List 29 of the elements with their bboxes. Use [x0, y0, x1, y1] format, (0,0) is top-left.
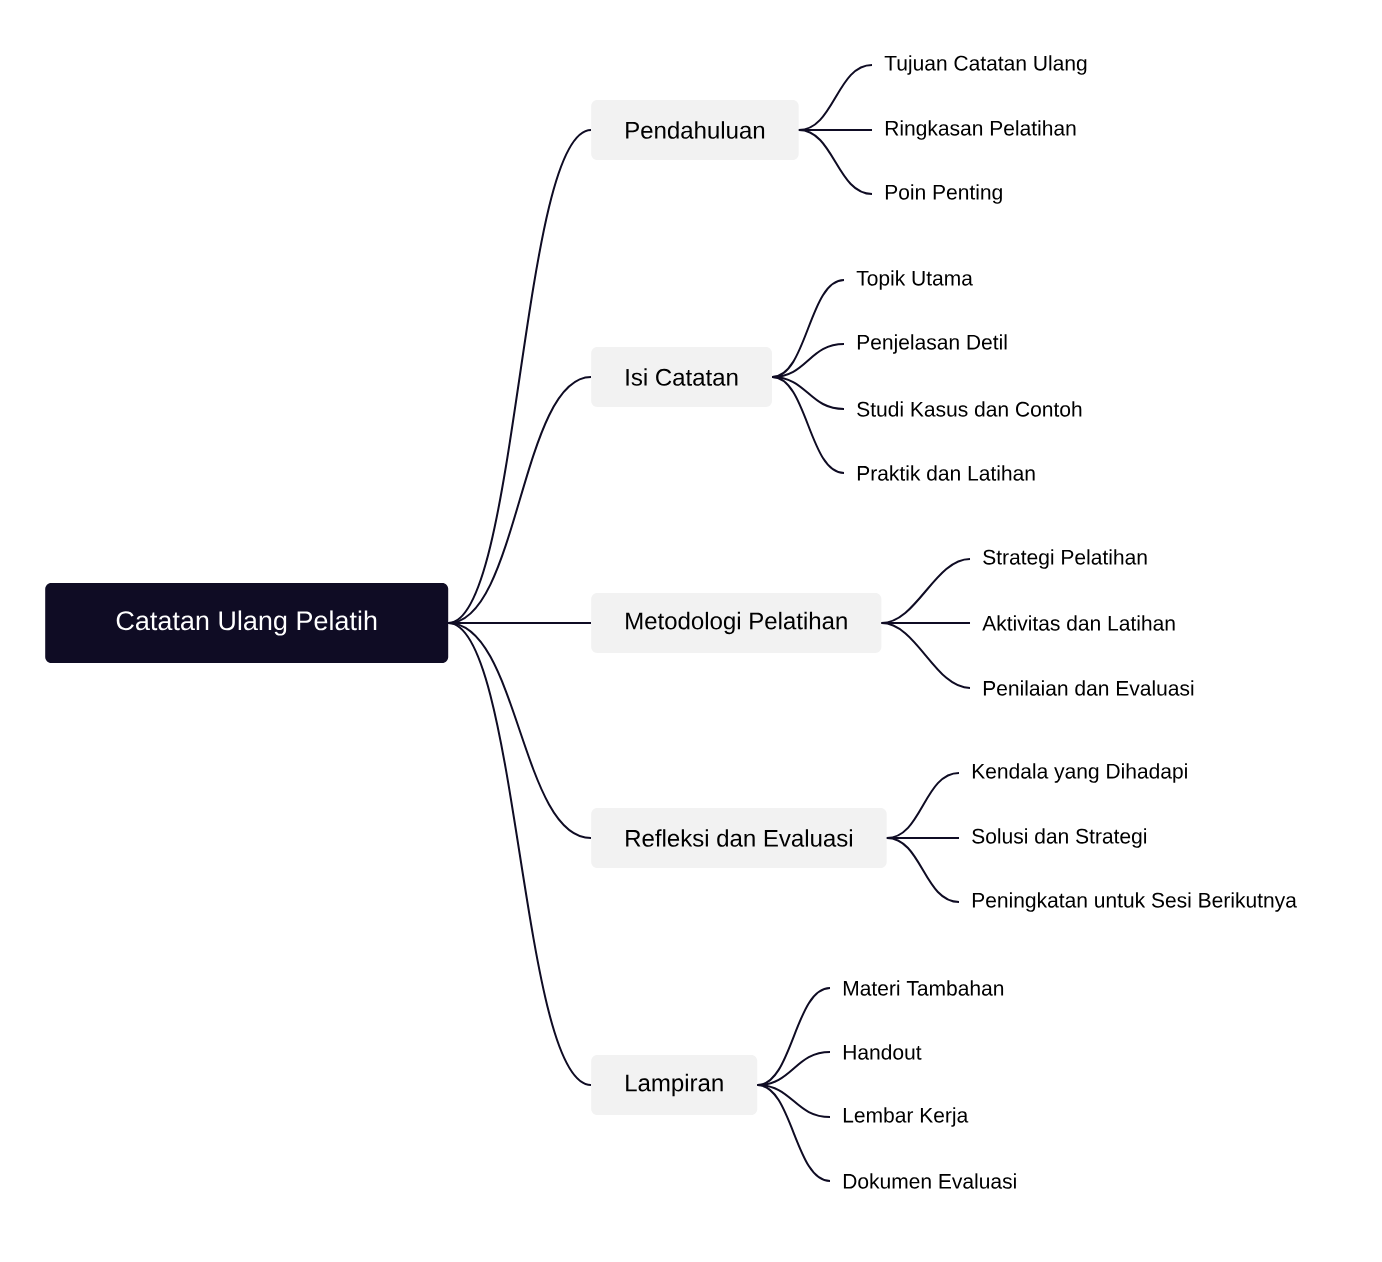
topic-box: Isi Catatan: [591, 347, 772, 407]
connector-line: [447, 622, 592, 1086]
subtopic-text: Peningkatan untuk Sesi Berikutnya: [972, 892, 1297, 912]
subtopic-text: Dokumen Evaluasi: [843, 1173, 1016, 1189]
connector-line: [797, 129, 873, 195]
subtopic-text: Lembar Kerja: [843, 1107, 969, 1127]
topic-box: Metodologi Pelatihan: [591, 593, 882, 653]
subtopic-text: Handout: [843, 1044, 922, 1060]
subtopic-text: Strategi Pelatihan: [983, 549, 1147, 569]
topic-box: Pendahuluan: [591, 100, 799, 160]
subtopic-text: Kendala yang Dihadapi: [972, 763, 1187, 783]
connector-line: [771, 376, 845, 474]
connector-line: [880, 622, 971, 689]
subtopic-text: Solusi dan Strategi: [972, 828, 1147, 848]
subtopic-text: Poin Penting: [885, 184, 1002, 204]
subtopic-text: Tujuan Catatan Ulang: [884, 55, 1087, 75]
subtopic-text: Ringkasan Pelatihan: [885, 120, 1076, 140]
subtopic-text: Topik Utama: [856, 270, 973, 290]
connector-line: [885, 837, 960, 903]
subtopic-text: Aktivitas dan Latihan: [982, 615, 1175, 631]
subtopic-text: Praktik dan Latihan: [857, 465, 1035, 481]
subtopic-text: Materi Tambahan: [843, 980, 1004, 996]
root-box: Catatan Ulang Pelatih: [45, 583, 449, 663]
subtopic-text: Studi Kasus dan Contoh: [857, 401, 1082, 417]
topic-box: Refleksi dan Evaluasi: [591, 808, 887, 868]
subtopic-text: Penjelasan Detil: [857, 334, 1007, 354]
subtopic-text: Penilaian dan Evaluasi: [983, 680, 1194, 696]
connector-line: [756, 1084, 831, 1182]
topic-box: Lampiran: [591, 1055, 758, 1115]
